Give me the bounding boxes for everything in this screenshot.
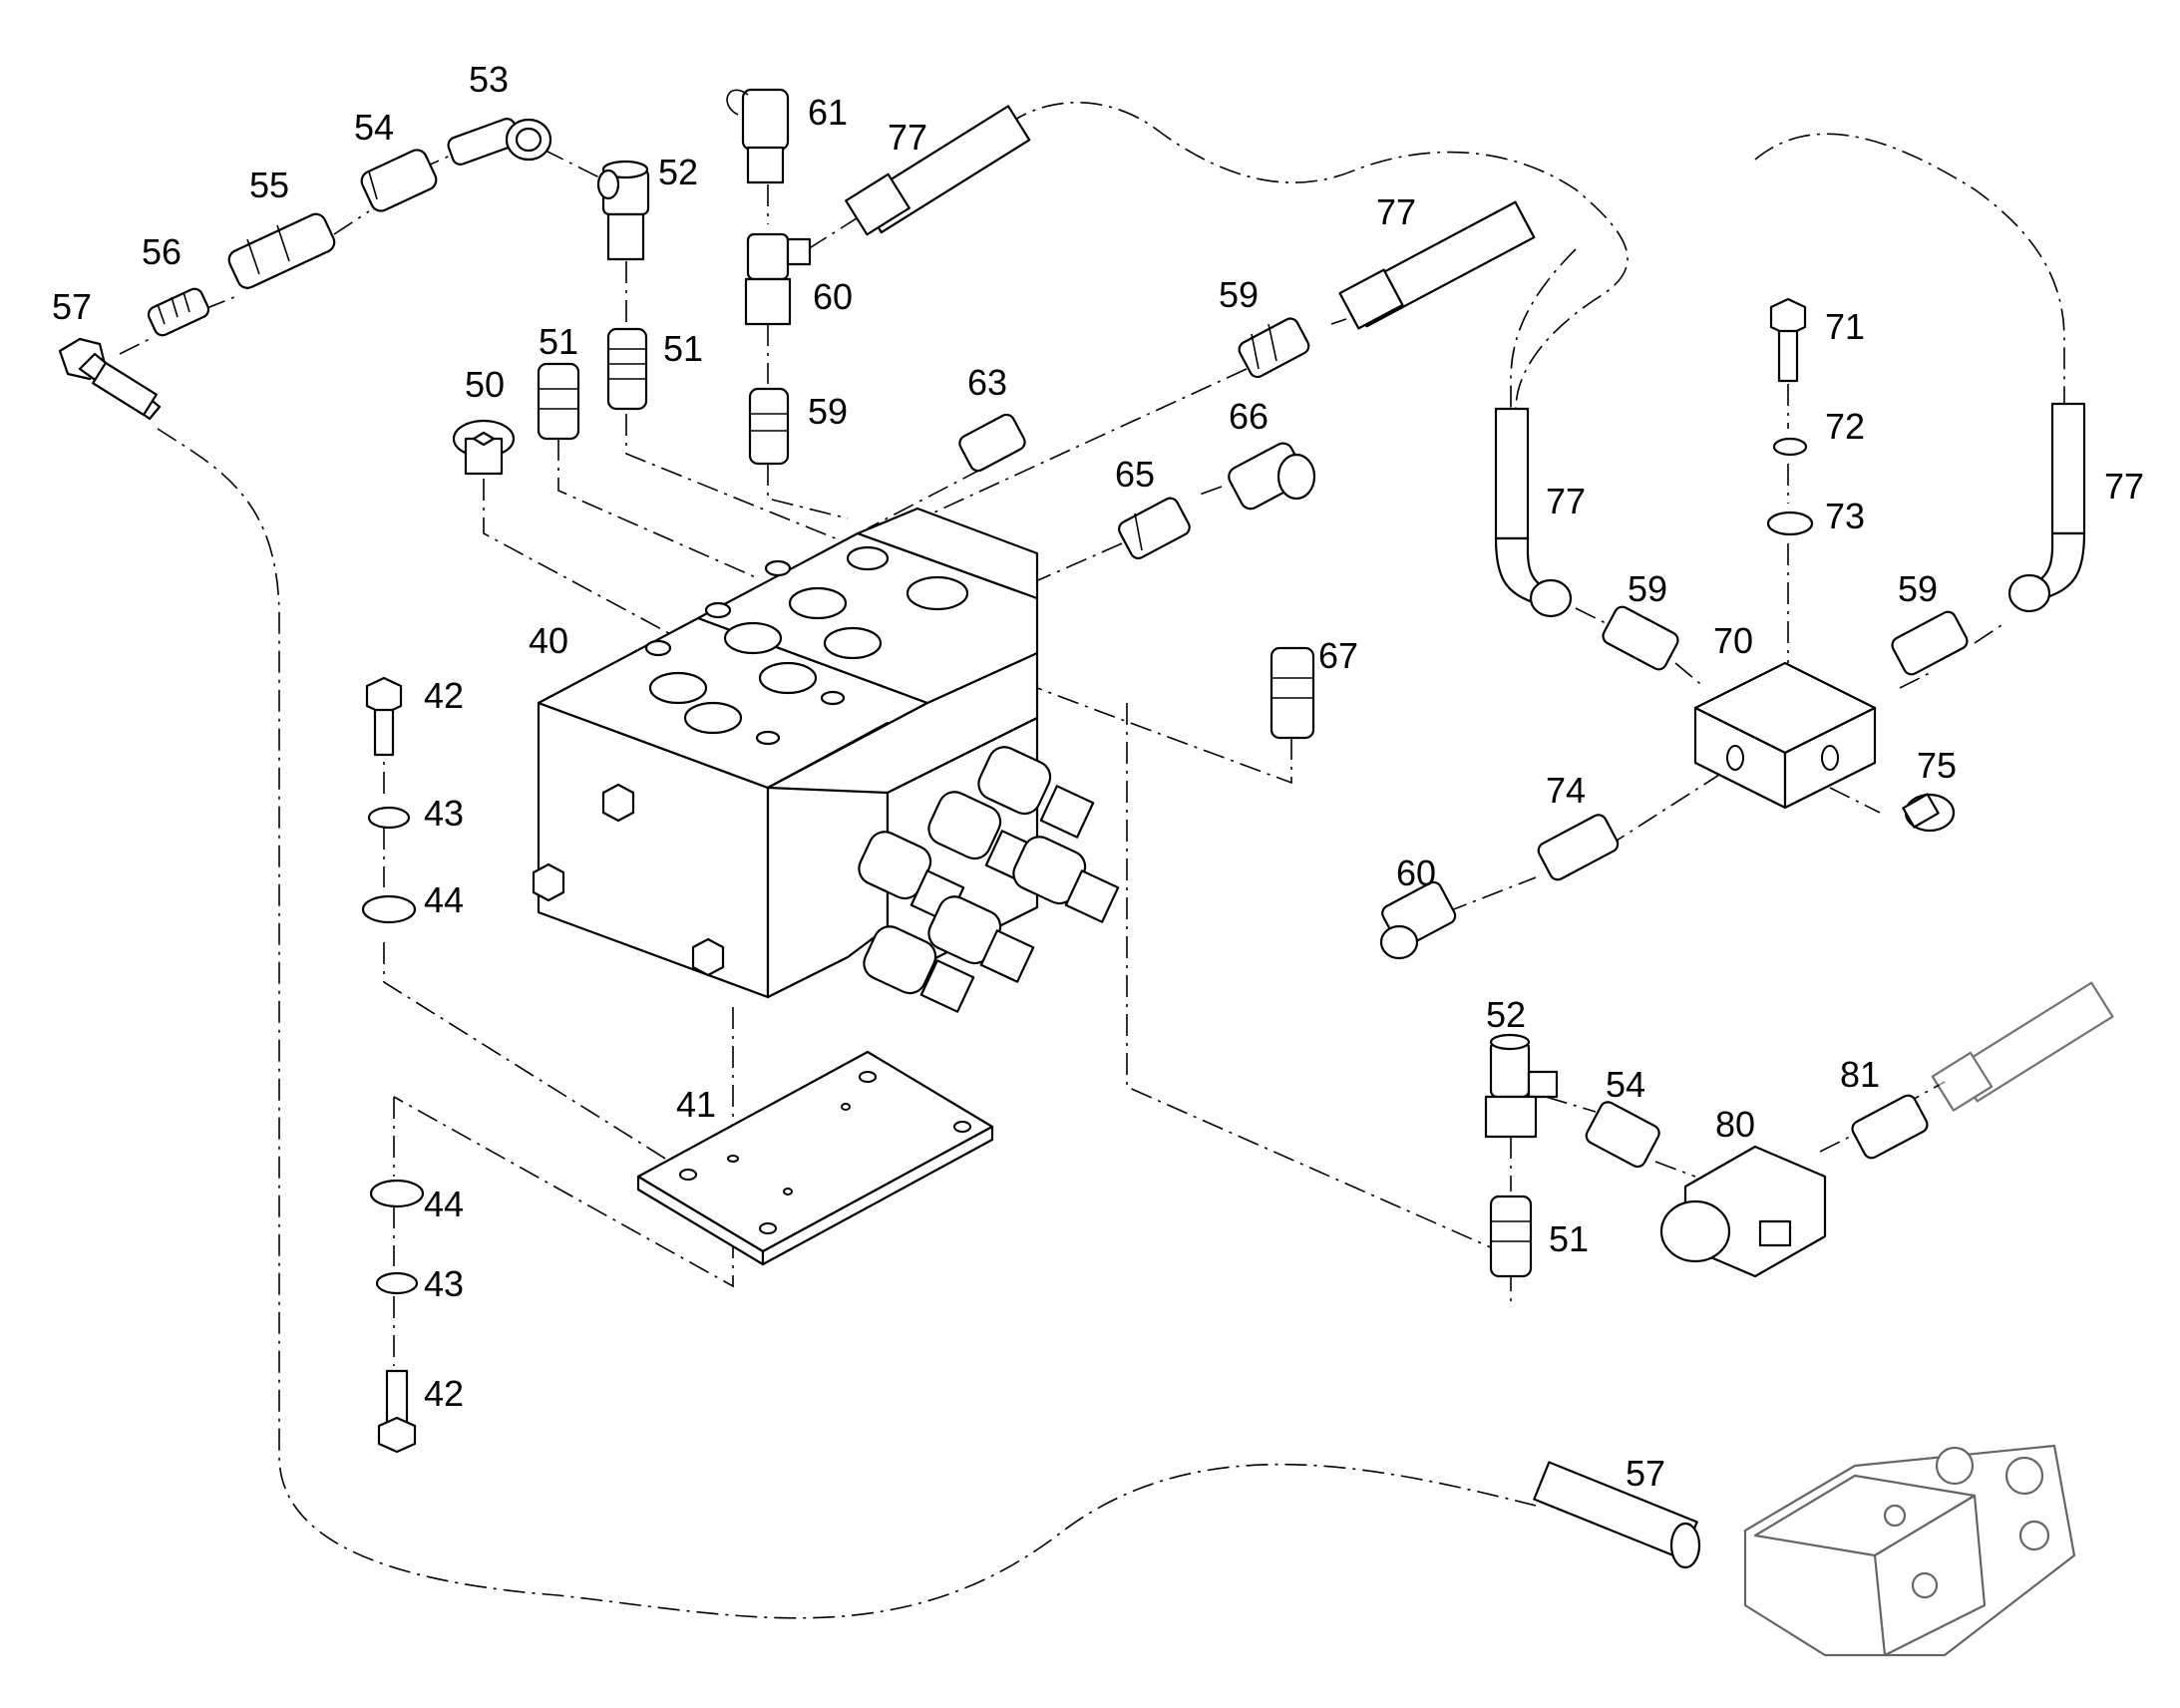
washer-43-top bbox=[367, 806, 411, 830]
fitting-54-b bbox=[1585, 1101, 1660, 1169]
callout-43: 43 bbox=[424, 793, 464, 834]
callout-77: 77 bbox=[1546, 481, 1586, 521]
callout-80: 80 bbox=[1715, 1104, 1755, 1145]
mounting-plate-41 bbox=[636, 1050, 994, 1266]
fitting-65 bbox=[1118, 497, 1191, 559]
callout-42: 42 bbox=[424, 1373, 464, 1414]
fitting-51-b bbox=[537, 362, 580, 441]
callout-67: 67 bbox=[1318, 635, 1358, 676]
leader-lines bbox=[119, 102, 2065, 1619]
tee-60-top bbox=[744, 232, 812, 326]
callout-77: 77 bbox=[2104, 466, 2144, 507]
fitting-67 bbox=[1270, 646, 1315, 740]
fitting-59-d bbox=[1891, 610, 1969, 676]
callout-77: 77 bbox=[1376, 191, 1416, 232]
fitting-54 bbox=[360, 149, 438, 212]
plug-50 bbox=[452, 419, 516, 476]
fitting-56 bbox=[147, 287, 210, 337]
plug-75 bbox=[1902, 793, 1956, 833]
callout-52: 52 bbox=[658, 152, 698, 192]
hose-77-right bbox=[2007, 402, 2086, 613]
callout-55: 55 bbox=[249, 165, 289, 205]
valve-block-40 bbox=[532, 507, 1120, 1013]
elbow-53 bbox=[447, 118, 552, 166]
callout-71: 71 bbox=[1825, 306, 1865, 347]
assembly-thumbnail bbox=[1743, 1444, 2076, 1657]
callout-75: 75 bbox=[1917, 745, 1957, 786]
callout-59: 59 bbox=[808, 391, 848, 432]
callout-41: 41 bbox=[676, 1084, 716, 1125]
callout-57: 57 bbox=[52, 286, 92, 327]
fitting-55 bbox=[227, 212, 336, 289]
callout-61: 61 bbox=[808, 92, 848, 133]
hose-77-top bbox=[845, 105, 1031, 236]
callout-42: 42 bbox=[424, 675, 464, 716]
callout-65: 65 bbox=[1115, 454, 1155, 495]
solenoids bbox=[858, 746, 1120, 1013]
fitting-51-a bbox=[606, 327, 648, 411]
hose-77-left bbox=[1494, 407, 1573, 618]
callout-54: 54 bbox=[354, 107, 394, 148]
block-70 bbox=[1693, 661, 1877, 810]
callout-60: 60 bbox=[1396, 853, 1436, 893]
parts bbox=[58, 88, 2114, 1657]
callouts: 57 56 55 54 53 52 61 77 60 77 59 51 51 5… bbox=[52, 59, 2144, 1494]
callout-63: 63 bbox=[967, 362, 1007, 403]
callout-44: 44 bbox=[424, 879, 464, 920]
fitting-74 bbox=[1537, 814, 1620, 881]
callout-59: 59 bbox=[1898, 568, 1938, 609]
callout-43: 43 bbox=[424, 1263, 464, 1304]
callout-57: 57 bbox=[1626, 1453, 1665, 1494]
washer-44-top bbox=[361, 894, 417, 924]
callout-51: 51 bbox=[539, 321, 578, 362]
callout-51: 51 bbox=[663, 328, 703, 369]
fitting-51-c bbox=[1489, 1195, 1533, 1278]
callout-54: 54 bbox=[1606, 1064, 1645, 1105]
fitting-81 bbox=[1851, 1094, 1929, 1160]
valve-80 bbox=[1659, 1145, 1827, 1278]
fitting-59-a bbox=[748, 387, 790, 466]
washer-72 bbox=[1772, 437, 1808, 457]
callout-72: 72 bbox=[1825, 406, 1865, 447]
callout-50: 50 bbox=[465, 364, 505, 405]
callout-70: 70 bbox=[1713, 620, 1753, 661]
callout-40: 40 bbox=[529, 620, 568, 661]
tee-66 bbox=[1228, 442, 1316, 511]
callout-56: 56 bbox=[142, 231, 182, 272]
callout-59: 59 bbox=[1219, 274, 1259, 315]
tee-52-bottom bbox=[1484, 1033, 1559, 1139]
fitting-59-b bbox=[1238, 317, 1310, 379]
tee-60-bottom bbox=[1379, 880, 1457, 960]
fitting-63 bbox=[958, 413, 1026, 473]
hose-faded bbox=[1931, 981, 2114, 1112]
washer-43-bottom bbox=[375, 1271, 419, 1295]
callout-44: 44 bbox=[424, 1184, 464, 1224]
hose-57-top bbox=[58, 337, 162, 421]
test-port-61 bbox=[726, 88, 790, 184]
washer-73 bbox=[1766, 511, 1814, 536]
callout-59: 59 bbox=[1628, 568, 1667, 609]
callout-60: 60 bbox=[813, 276, 853, 317]
callout-77: 77 bbox=[888, 117, 927, 158]
callout-66: 66 bbox=[1229, 396, 1269, 437]
bolt-71 bbox=[1769, 297, 1807, 383]
hose-57-bottom bbox=[1533, 1461, 1701, 1569]
bolt-42-bottom bbox=[377, 1369, 417, 1454]
callout-51: 51 bbox=[1549, 1218, 1589, 1259]
fitting-59-c bbox=[1602, 605, 1679, 671]
bolt-42-top bbox=[365, 676, 403, 757]
callout-81: 81 bbox=[1840, 1054, 1880, 1095]
callout-73: 73 bbox=[1825, 496, 1865, 536]
callout-53: 53 bbox=[469, 59, 509, 100]
callout-52: 52 bbox=[1486, 994, 1526, 1035]
washer-44-bottom bbox=[369, 1179, 425, 1208]
tee-52-top bbox=[596, 160, 650, 261]
callout-74: 74 bbox=[1546, 770, 1586, 811]
hose-77-mid bbox=[1338, 200, 1536, 330]
